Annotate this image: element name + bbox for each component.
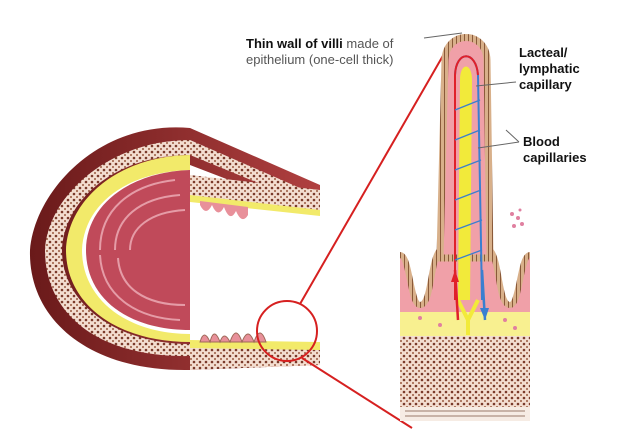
label-thin-wall: Thin wall of villi made of epithelium (o… [246,36,393,68]
label-blood-line1: Blood [523,134,560,149]
label-lacteal: Lacteal/ lymphatic capillary [519,45,580,93]
lacteal [458,66,472,300]
label-thin-wall-line2: epithelium (one-cell thick) [246,52,394,67]
leader-lines [423,32,520,149]
label-thin-wall-rest: made of [342,36,394,51]
label-blood-capillaries: Blood capillaries [523,134,587,166]
zoom-indicator [256,39,453,429]
label-thin-wall-bold: Thin wall of villi [246,36,343,51]
villus-enlarged [398,34,532,421]
intestine-cross-section [29,127,320,371]
label-lacteal-line3: capillary [519,77,572,92]
label-lacteal-line1: Lacteal/ [519,45,568,60]
label-blood-line2: capillaries [523,150,587,165]
label-lacteal-line2: lymphatic [519,61,580,76]
